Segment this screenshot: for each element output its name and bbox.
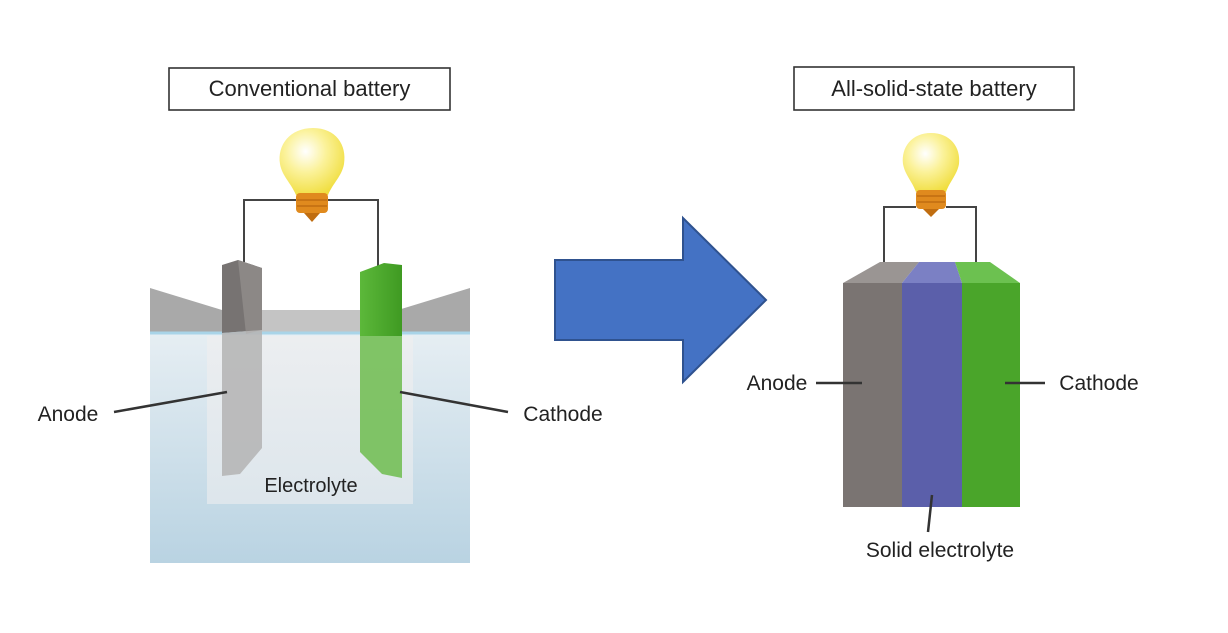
light-bulb-icon — [902, 133, 960, 217]
electrolyte-container — [150, 288, 470, 563]
conventional-title-box: Conventional battery — [168, 67, 451, 111]
conventional-battery-panel: Conventional battery — [38, 67, 603, 563]
solid-state-cathode-label: Cathode — [1059, 372, 1138, 395]
right-arrow-icon — [554, 215, 768, 385]
conventional-wires — [243, 199, 379, 266]
conventional-cathode-label: Cathode — [523, 403, 602, 426]
solid-state-leader-lines — [816, 381, 1045, 533]
solid-electrolyte-layer — [902, 283, 962, 507]
solid-state-title-box: All-solid-state battery — [793, 66, 1075, 111]
conventional-anode-electrode — [222, 260, 262, 476]
solid-state-anode-layer — [843, 283, 902, 507]
solid-state-stack — [843, 262, 1020, 507]
light-bulb-icon — [279, 128, 345, 222]
solid-electrolyte-label: Solid electrolyte — [866, 539, 1014, 562]
conventional-cathode-electrode — [360, 263, 402, 478]
solid-state-cathode-layer — [962, 283, 1020, 507]
solid-state-battery-panel: All-solid-state battery — [747, 66, 1139, 562]
conventional-leader-lines — [113, 390, 509, 414]
solid-state-wires — [883, 206, 977, 270]
conventional-anode-label: Anode — [38, 403, 99, 426]
solid-state-anode-label: Anode — [747, 372, 808, 395]
solid-state-title: All-solid-state battery — [831, 76, 1036, 101]
conventional-title: Conventional battery — [209, 76, 411, 101]
electrolyte-label: Electrolyte — [264, 475, 357, 497]
